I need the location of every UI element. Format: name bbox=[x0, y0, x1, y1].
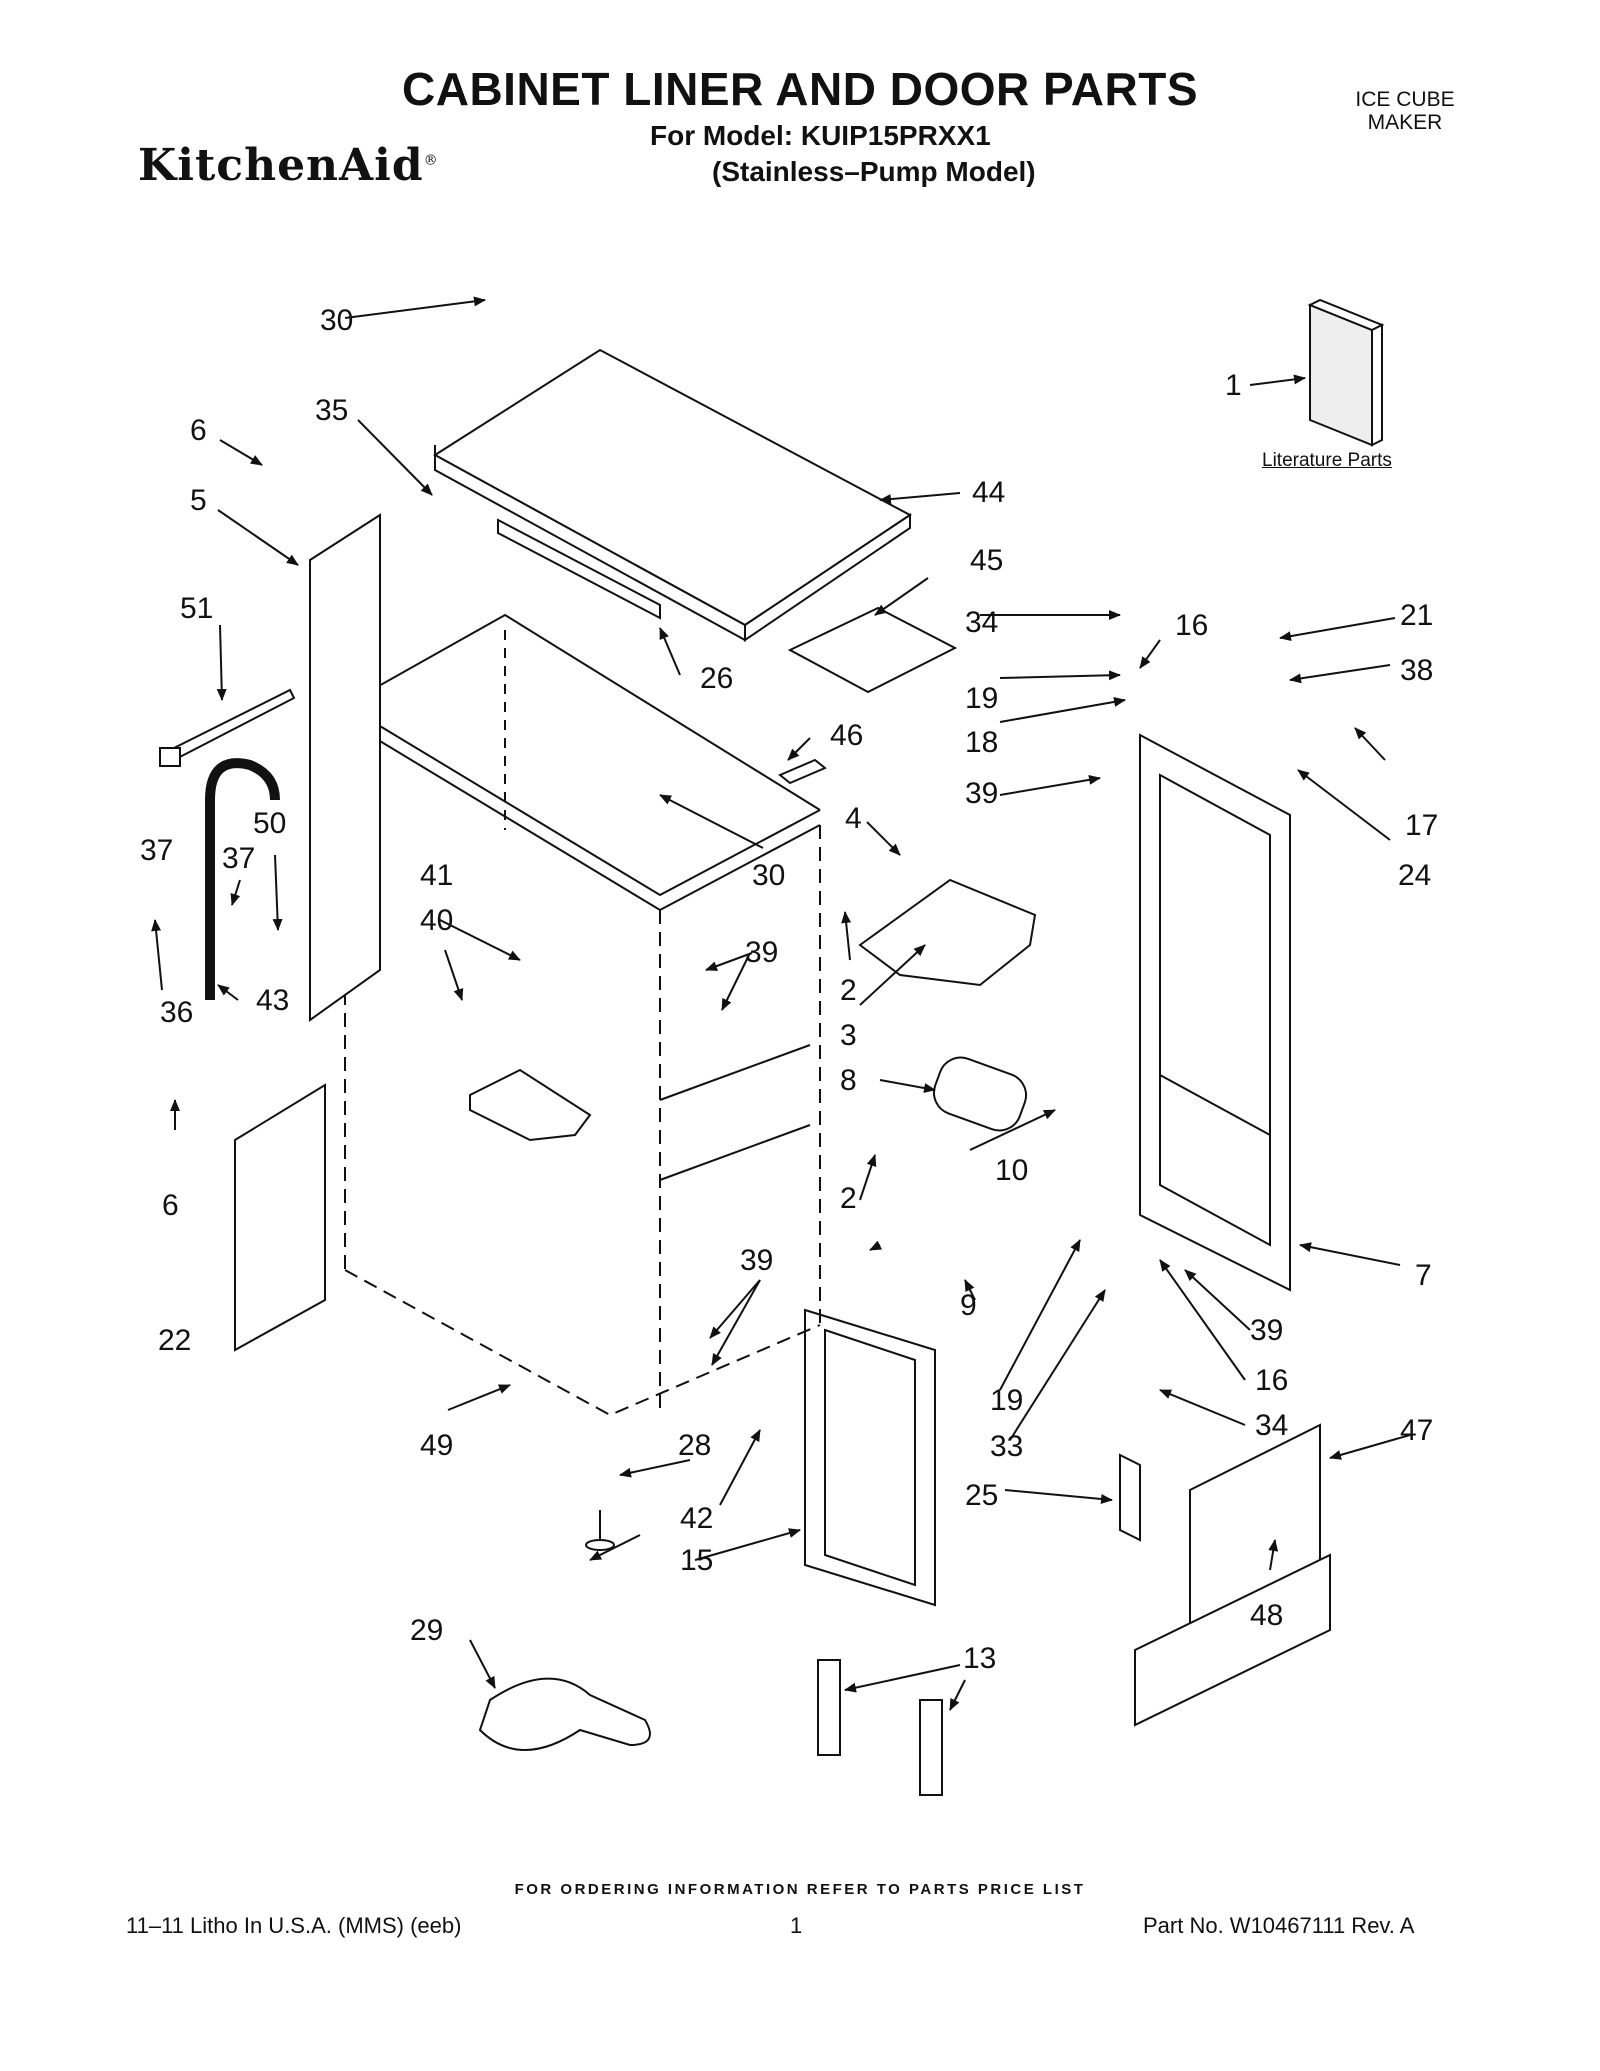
cover-rail bbox=[497, 518, 661, 620]
svg-text:39: 39 bbox=[1250, 1314, 1283, 1347]
svg-text:37: 37 bbox=[140, 834, 173, 867]
svg-text:5: 5 bbox=[190, 484, 207, 517]
page-title: CABINET LINER AND DOOR PARTS bbox=[402, 63, 1198, 115]
svg-text:30: 30 bbox=[752, 859, 785, 892]
side-panel bbox=[309, 513, 381, 1022]
svg-text:41: 41 bbox=[420, 859, 453, 892]
svg-text:39: 39 bbox=[745, 936, 778, 969]
ordering-note: FOR ORDERING INFORMATION REFER TO PARTS … bbox=[514, 1881, 1086, 1898]
svg-text:33: 33 bbox=[990, 1430, 1023, 1463]
svg-text:51: 51 bbox=[180, 592, 213, 625]
rear-panel bbox=[234, 1083, 326, 1352]
cabinet-liner bbox=[344, 613, 821, 1417]
svg-text:6: 6 bbox=[190, 414, 207, 447]
svg-text:43: 43 bbox=[256, 984, 289, 1017]
svg-text:4: 4 bbox=[845, 802, 862, 835]
trim-strip bbox=[778, 758, 827, 785]
svg-text:47: 47 bbox=[1400, 1414, 1433, 1447]
svg-text:9: 9 bbox=[960, 1289, 977, 1322]
part-number: Part No. W10467111 Rev. A bbox=[1143, 1913, 1415, 1938]
callout-labels: 1 30 35 6 5 51 44 45 26 46 30 4 39 2 3 8… bbox=[140, 304, 1438, 1675]
svg-text:19: 19 bbox=[990, 1384, 1023, 1417]
hinge-cap bbox=[817, 1659, 841, 1756]
door-gasket bbox=[804, 1308, 936, 1607]
ice-deflector bbox=[858, 878, 1037, 987]
brand-logo: KitchenAid® bbox=[138, 140, 439, 191]
svg-text:8: 8 bbox=[840, 1064, 857, 1097]
svg-text:2: 2 bbox=[840, 974, 857, 1007]
svg-text:26: 26 bbox=[700, 662, 733, 695]
svg-text:15: 15 bbox=[680, 1544, 713, 1577]
model-variant: (Stainless–Pump Model) bbox=[712, 156, 1036, 187]
svg-text:28: 28 bbox=[678, 1429, 711, 1462]
leader-lines bbox=[151, 296, 1411, 1711]
svg-text:40: 40 bbox=[420, 904, 453, 937]
bracket bbox=[1119, 1453, 1141, 1542]
svg-text:16: 16 bbox=[1175, 609, 1208, 642]
drain-funnel bbox=[469, 1068, 592, 1142]
svg-text:25: 25 bbox=[965, 1479, 998, 1512]
print-info: 11–11 Litho In U.S.A. (MMS) (eeb) bbox=[126, 1913, 462, 1938]
svg-text:49: 49 bbox=[420, 1429, 453, 1462]
svg-text:37: 37 bbox=[222, 842, 255, 875]
registered-mark: ® bbox=[423, 152, 439, 169]
svg-text:16: 16 bbox=[1255, 1364, 1288, 1397]
kick-plate bbox=[1134, 1423, 1331, 1727]
cable-tie bbox=[159, 688, 296, 767]
literature-booklet bbox=[1307, 298, 1385, 447]
svg-text:29: 29 bbox=[410, 1614, 443, 1647]
door-assembly bbox=[1139, 733, 1291, 1292]
svg-text:22: 22 bbox=[158, 1324, 191, 1357]
svg-text:45: 45 bbox=[970, 544, 1003, 577]
svg-text:39: 39 bbox=[740, 1244, 773, 1277]
leveling-leg bbox=[585, 1510, 615, 1551]
product-category: ICE CUBE MAKER bbox=[1330, 88, 1480, 134]
cover-pad bbox=[787, 606, 958, 694]
drain-tube bbox=[205, 758, 280, 1000]
svg-text:46: 46 bbox=[830, 719, 863, 752]
svg-text:3: 3 bbox=[840, 1019, 857, 1052]
svg-text:13: 13 bbox=[963, 1642, 996, 1675]
hinge-cap bbox=[919, 1699, 943, 1796]
svg-text:6: 6 bbox=[162, 1189, 179, 1222]
ice-scoop bbox=[478, 1677, 651, 1751]
model-number: For Model: KUIP15PRXX1 bbox=[650, 120, 991, 151]
category-line-2: MAKER bbox=[1367, 111, 1443, 134]
svg-text:21: 21 bbox=[1400, 599, 1433, 632]
page-number: 1 bbox=[790, 1913, 803, 1938]
svg-text:18: 18 bbox=[965, 726, 998, 759]
svg-text:34: 34 bbox=[1255, 1409, 1288, 1442]
svg-text:50: 50 bbox=[253, 807, 286, 840]
svg-text:19: 19 bbox=[965, 682, 998, 715]
svg-text:30: 30 bbox=[320, 304, 353, 337]
svg-text:24: 24 bbox=[1398, 859, 1431, 892]
svg-text:7: 7 bbox=[1415, 1259, 1432, 1292]
door-handle bbox=[932, 1056, 1028, 1132]
brand-name: KitchenAid bbox=[138, 140, 424, 191]
svg-text:35: 35 bbox=[315, 394, 348, 427]
svg-text:48: 48 bbox=[1250, 1599, 1283, 1632]
svg-text:44: 44 bbox=[972, 476, 1005, 509]
svg-text:42: 42 bbox=[680, 1502, 713, 1535]
category-line-1: ICE CUBE bbox=[1355, 88, 1455, 111]
svg-text:1: 1 bbox=[1225, 369, 1242, 402]
svg-text:10: 10 bbox=[995, 1154, 1028, 1187]
top-cover bbox=[433, 348, 912, 642]
svg-text:38: 38 bbox=[1400, 654, 1433, 687]
svg-text:36: 36 bbox=[160, 996, 193, 1029]
svg-text:39: 39 bbox=[965, 777, 998, 810]
svg-text:34: 34 bbox=[965, 606, 998, 639]
literature-parts-label: Literature Parts bbox=[1262, 450, 1392, 471]
svg-text:2: 2 bbox=[840, 1182, 857, 1215]
svg-text:17: 17 bbox=[1405, 809, 1438, 842]
